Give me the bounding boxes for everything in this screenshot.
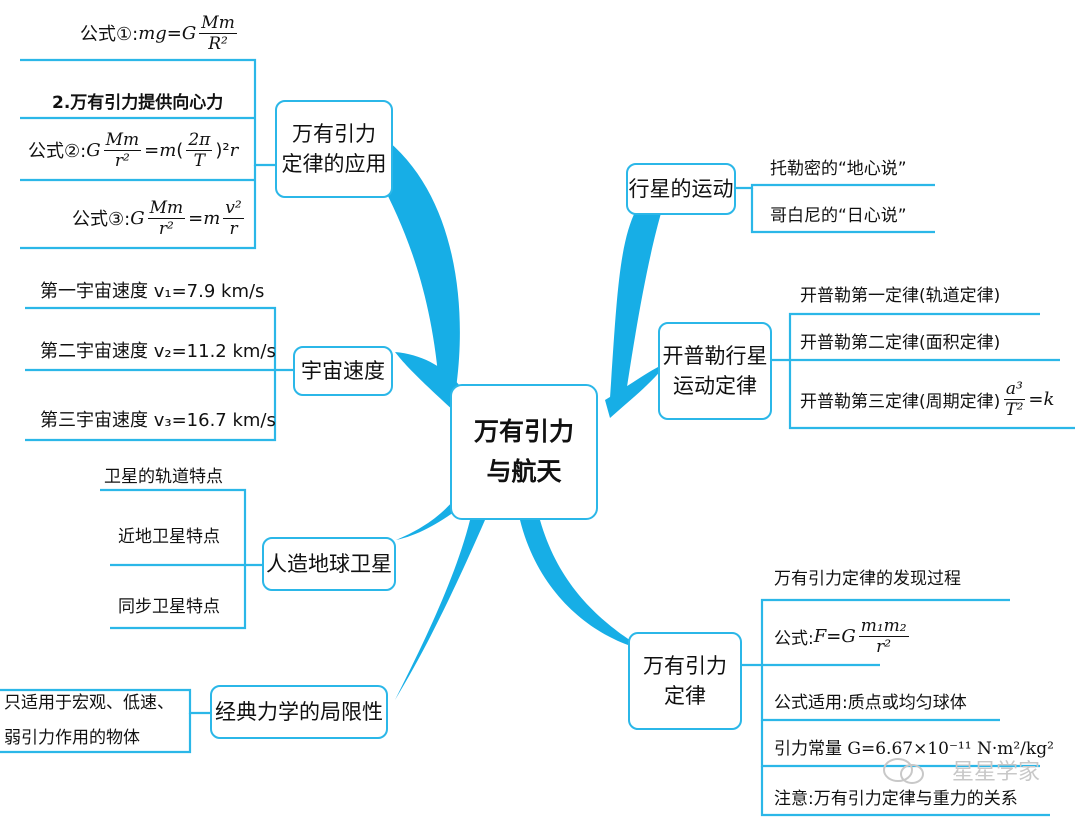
leaf-kepler-third-law-label: 开普勒第三定律(周期定律): [800, 391, 1001, 412]
leaf-discovery: 万有引力定律的发现过程: [774, 569, 961, 589]
leaf-second-cosmic-speed: 第二宇宙速度 v₂=11.2 km/s: [40, 341, 276, 362]
leaf-note: 注意:万有引力定律与重力的关系: [774, 789, 1018, 809]
wechat-icon: [883, 758, 924, 784]
watermark-text: 星星学家: [951, 760, 1040, 785]
leaf-ptolemy: 托勒密的“地心说”: [770, 159, 907, 179]
leaf-geosync-satellite: 同步卫星特点: [118, 597, 220, 617]
leaf-classical-line2: 弱引力作用的物体: [4, 728, 140, 748]
branch-cosmic-speed: 宇宙速度: [293, 346, 393, 396]
leaf-kepler-second-law: 开普勒第二定律(面积定律): [800, 333, 1001, 353]
branch-gravitation-line2: 定律: [664, 684, 706, 708]
central-topic-line2: 与航天: [486, 457, 562, 486]
central-topic: 万有引力 与航天: [450, 384, 598, 520]
branch-application-line1: 万有引力: [292, 122, 376, 146]
leaf-third-cosmic-speed: 第三宇宙速度 v₃=16.7 km/s: [40, 410, 276, 431]
branch-planet-motion: 行星的运动: [626, 163, 736, 215]
leaf-copernicus: 哥白尼的“日心说”: [770, 206, 907, 226]
leaf-constant: 引力常量 G=6.67×10⁻¹¹ N·m²/kg²: [774, 738, 1054, 760]
branch-gravitation-line1: 万有引力: [643, 654, 727, 678]
branch-satellite: 人造地球卫星: [262, 537, 396, 591]
formula-2-label: 公式②:: [28, 141, 87, 162]
leaf-gravitation-formula-label: 公式:: [774, 628, 814, 649]
branch-kepler-line1: 开普勒行星: [662, 344, 768, 368]
branch-cosmic-speed-label: 宇宙速度: [301, 359, 385, 383]
leaf-constant-label: 引力常量: [774, 739, 842, 759]
leaf-first-cosmic-speed: 第一宇宙速度 v₁=7.9 km/s: [40, 281, 265, 302]
leaf-classical-line1: 只适用于宏观、低速、: [4, 693, 174, 713]
branch-classical-mechanics: 经典力学的局限性: [210, 685, 388, 739]
leaf-kepler-first-law: 开普勒第一定律(轨道定律): [800, 286, 1001, 306]
leaf-constant-value: G=6.67×10⁻¹¹ N·m²/kg²: [847, 739, 1054, 759]
formula-1-label: 公式①:: [80, 24, 139, 45]
branch-application-line2: 定律的应用: [281, 152, 387, 176]
branch-classical-label: 经典力学的局限性: [215, 700, 383, 724]
branch-kepler: 开普勒行星 运动定律: [658, 322, 772, 420]
formula-3-label: 公式③:: [72, 209, 131, 230]
branch-gravitation-law: 万有引力 定律: [628, 632, 742, 730]
branch-application: 万有引力 定律的应用: [275, 100, 393, 198]
leaf-near-earth-satellite: 近地卫星特点: [118, 527, 220, 547]
branch-planet-motion-label: 行星的运动: [628, 177, 734, 201]
leaf-satellite-orbit: 卫星的轨道特点: [104, 467, 223, 487]
branch-kepler-line2: 运动定律: [673, 374, 757, 398]
central-topic-line1: 万有引力: [473, 417, 574, 446]
leaf-provide-centripetal: 2.万有引力提供向心力: [52, 93, 224, 113]
branch-satellite-label: 人造地球卫星: [266, 552, 392, 576]
leaf-applicable: 公式适用:质点或均匀球体: [774, 693, 967, 713]
